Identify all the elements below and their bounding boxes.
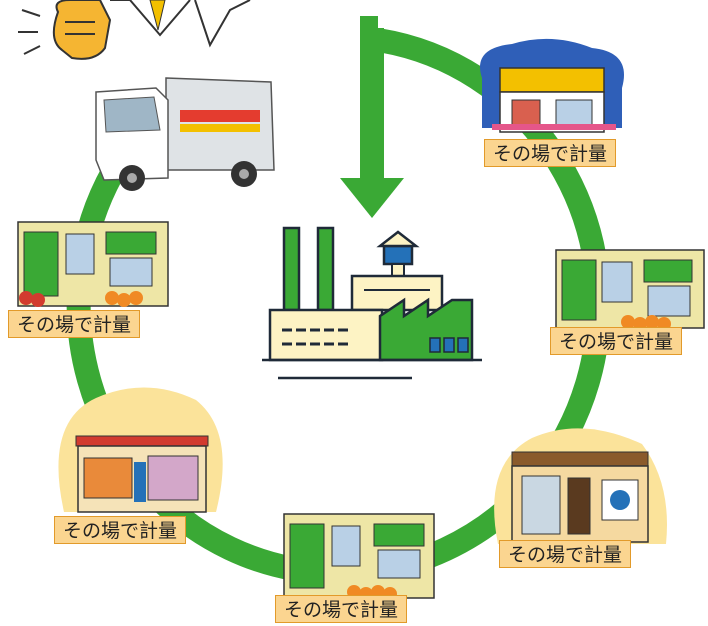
supermarket-icon xyxy=(17,221,169,307)
supermarket-icon xyxy=(555,249,705,331)
collection-truck-icon xyxy=(95,77,275,191)
fruit-shop-icon xyxy=(58,387,223,513)
convenience-store-icon xyxy=(480,38,624,133)
station-label: その場で計量 xyxy=(8,310,141,338)
station-label: その場で計量 xyxy=(54,516,187,544)
station-label: その場で計量 xyxy=(499,540,632,568)
station-label: その場で計量 xyxy=(275,595,408,623)
supermarket-icon xyxy=(283,513,435,601)
station-label: その場で計量 xyxy=(550,327,683,355)
bakery-shop-icon xyxy=(494,428,667,544)
recycling-factory-icon xyxy=(262,226,482,380)
thumbs-up-person-icon xyxy=(18,0,251,60)
station-label: その場で計量 xyxy=(484,139,617,167)
